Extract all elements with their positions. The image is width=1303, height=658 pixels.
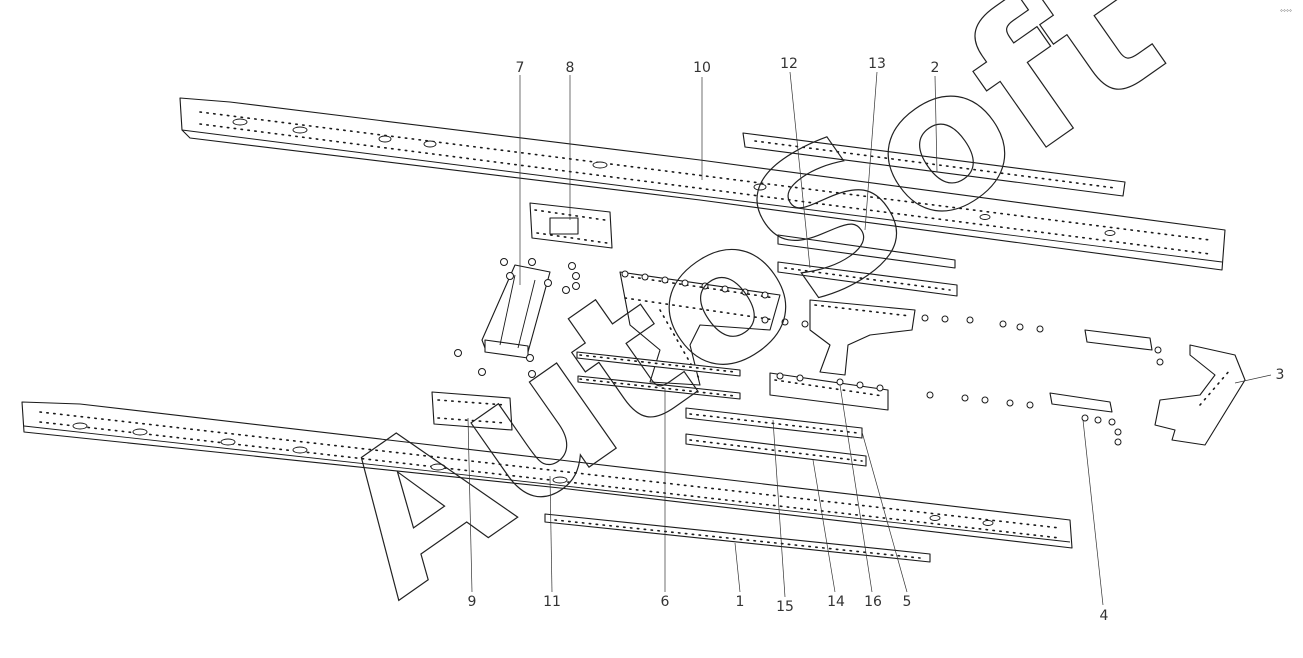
- callout-4: 4: [1100, 608, 1109, 624]
- nut-row-lower: [776, 372, 1034, 409]
- callout-9: 9: [468, 594, 477, 610]
- leader-lines: [467, 71, 1272, 606]
- lower-side-rail: [21, 401, 1073, 549]
- corner-mark: °°°°: [1280, 9, 1292, 16]
- upper-reinforcement-strip: [742, 132, 1126, 197]
- callout-7: 7: [516, 60, 525, 76]
- callout-16: 16: [864, 594, 882, 610]
- upper-mounting-plate: [529, 202, 613, 249]
- lower-strip-upper: [685, 407, 863, 439]
- callout-14: 14: [827, 594, 845, 610]
- rear-mounting-plate: [431, 391, 513, 431]
- callout-15: 15: [776, 599, 794, 615]
- middle-crossmember: [769, 299, 916, 411]
- bracket-nuts: [454, 258, 580, 378]
- bottom-long-strip: [544, 513, 931, 563]
- front-end-bracket: [1154, 344, 1246, 446]
- callout-6: 6: [661, 594, 670, 610]
- callout-8: 8: [566, 60, 575, 76]
- lower-strip-middle: [685, 433, 867, 467]
- callout-13: 13: [868, 56, 886, 72]
- rear-bracket: [481, 264, 551, 359]
- callout-3: 3: [1276, 367, 1285, 383]
- crossmember-strips: [576, 351, 741, 400]
- svg-text:°°°°: °°°°: [1280, 9, 1292, 16]
- callout-10: 10: [693, 60, 711, 76]
- callout-5: 5: [903, 594, 912, 610]
- callout-12: 12: [780, 56, 798, 72]
- callout-11: 11: [543, 594, 561, 610]
- callout-2: 2: [931, 60, 940, 76]
- callout-labels: 7 8 10 12 13 2 3 4 5 16 14 15 1 6 11 9: [468, 56, 1285, 624]
- front-small-bracket: [1049, 329, 1164, 446]
- upper-side-rail: [179, 97, 1226, 271]
- upper-cross-strip: [777, 234, 958, 297]
- callout-1: 1: [736, 594, 745, 610]
- nut-row-upper: [621, 270, 1044, 333]
